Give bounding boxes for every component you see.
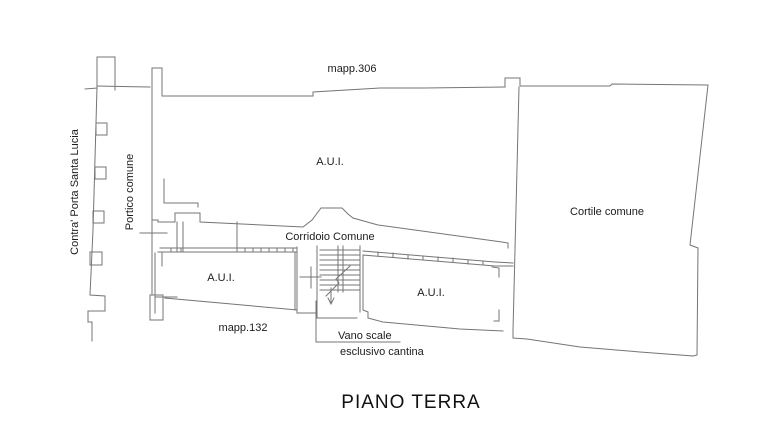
stairwell-note-line2: esclusivo cantina [340, 346, 424, 358]
portico-walls [96, 67, 178, 321]
corridor-walls [139, 207, 514, 267]
street-wall [84, 56, 116, 342]
stairwell [296, 245, 361, 319]
lower-left-unit-label: A.U.I. [207, 272, 235, 284]
upper-unit-label: A.U.I. [316, 156, 344, 168]
map-ref-132-label: mapp.132 [218, 322, 268, 334]
map-ref-306-label: mapp.306 [327, 63, 377, 75]
north-wall [161, 77, 709, 97]
street-name-label: Contra' Porta Santa Lucia [69, 129, 81, 255]
lower-right-room-walls [362, 254, 504, 332]
courtyard-label: Cortile comune [570, 206, 644, 218]
page-title: PIANO TERRA [341, 392, 481, 413]
stairwell-leader-line [315, 300, 401, 343]
corridor-label: Corridoio Comune [285, 231, 375, 243]
lower-right-unit-label: A.U.I. [417, 287, 445, 299]
stairwell-note-line1: Vano scale [338, 330, 392, 342]
stair-direction-arrow [327, 287, 335, 305]
portico-label: Portico comune [124, 153, 136, 231]
courtyard-walls [512, 84, 709, 357]
upper-room-partition [163, 178, 199, 208]
lower-left-room-walls [154, 251, 298, 314]
